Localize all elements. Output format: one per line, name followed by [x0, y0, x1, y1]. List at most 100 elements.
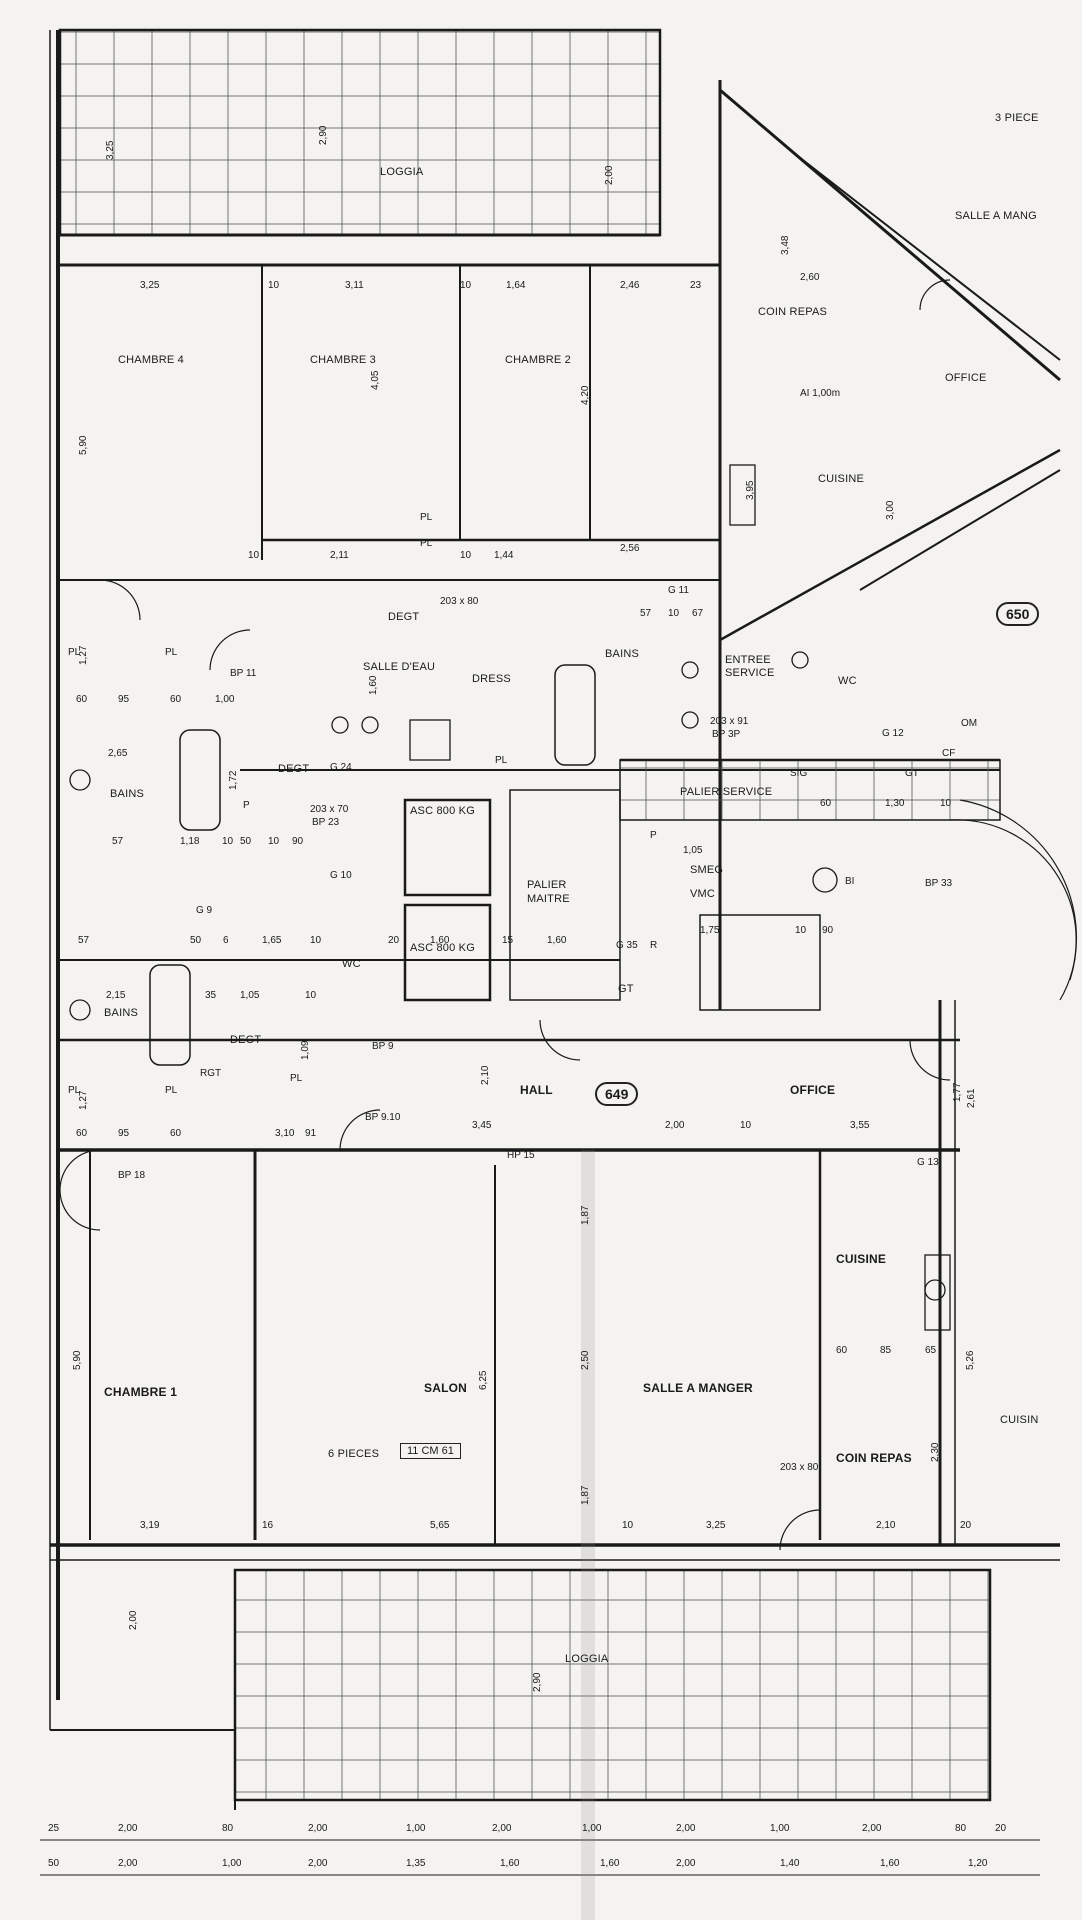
vertical-dimension: 1,60	[368, 675, 379, 695]
dimension: 10	[668, 608, 680, 619]
vertical-dimension: 1,77	[952, 1082, 963, 1102]
vertical-dimension: 1,27	[78, 645, 89, 665]
fixture-label: P	[650, 830, 657, 841]
fixture-label: P	[243, 800, 250, 811]
fixture-label: PL	[68, 1085, 81, 1096]
footer-dimension: 2,00	[676, 1858, 696, 1869]
footer-dimension: 2,00	[492, 1823, 512, 1834]
vertical-dimension: 4,20	[580, 385, 591, 405]
vertical-dimension: 5,26	[965, 1350, 976, 1370]
vertical-dimension: 1,09	[300, 1040, 311, 1060]
loggia-bottom-area	[233, 1568, 992, 1802]
fixture-label: G 10	[330, 870, 352, 881]
room-bains-low: BAINS	[104, 1007, 139, 1019]
dimension: 60	[820, 798, 832, 809]
dimension: 20	[960, 1520, 972, 1531]
annotation-ai: AI 1,00m	[800, 388, 841, 399]
dimension: 10	[310, 935, 322, 946]
plan-number-main: 649	[595, 1082, 639, 1106]
apartment-code: 11 CM 61	[400, 1443, 461, 1459]
dimension: 50	[240, 836, 252, 847]
dimension: 10	[268, 836, 280, 847]
vertical-dimension: 2,90	[318, 125, 329, 145]
footer-dimension: 20	[995, 1823, 1007, 1834]
dimension: 57	[112, 836, 124, 847]
room-entree-service-2: SERVICE	[725, 667, 775, 679]
fixture-label: PL	[420, 512, 433, 523]
dimension: 1,00	[215, 694, 235, 705]
door-spec: BP 11	[230, 668, 257, 679]
bathtub-left-lower	[149, 964, 191, 1066]
dimension: 35	[205, 990, 217, 1001]
dimension: 1,30	[885, 798, 905, 809]
room-degt-top: DEGT	[388, 611, 420, 623]
vertical-dimension: 3,00	[885, 500, 896, 520]
room-entree-service: ENTREE	[725, 654, 771, 666]
room-chambre-1: CHAMBRE 1	[104, 1385, 178, 1399]
dimension: 1,05	[683, 845, 703, 856]
fixture-label: RGT	[200, 1068, 222, 1079]
dimension: 50	[190, 935, 202, 946]
dimension: 60	[170, 694, 182, 705]
footer-dimension: 2,00	[308, 1858, 328, 1869]
fixture-label: SIG	[790, 768, 808, 779]
fixture-label: G 24	[330, 762, 352, 773]
fixture-label: PL	[495, 755, 508, 766]
footer-dimension: 1,00	[406, 1823, 426, 1834]
dimension: 60	[170, 1128, 182, 1139]
dimension: 10	[305, 990, 317, 1001]
footer-dimension: 1,35	[406, 1858, 426, 1869]
service-landing-steps	[619, 759, 1001, 821]
dimension: 57	[640, 608, 652, 619]
dimension: 1,05	[240, 990, 260, 1001]
door-spec: 203 x 70	[310, 804, 349, 815]
footer-dimension: 50	[48, 1858, 60, 1869]
dimension: 16	[262, 1520, 274, 1531]
room-asc-2: ASC 800 KG	[410, 942, 475, 954]
dimension: 60	[76, 694, 88, 705]
footer-dimension: 80	[222, 1823, 234, 1834]
elevator-1-shaft	[403, 798, 492, 897]
room-palier-service: PALIER SERVICE	[680, 786, 773, 798]
dimension: 95	[118, 1128, 130, 1139]
dimension: 67	[692, 608, 704, 619]
dimension: 10	[222, 836, 234, 847]
fixture-label: G 35	[616, 940, 638, 951]
dimension: 57	[78, 935, 90, 946]
vertical-dimension: 6,25	[478, 1370, 489, 1390]
room-asc-1: ASC 800 KG	[410, 805, 475, 817]
footer-dimension: 2,00	[862, 1823, 882, 1834]
fixture-label: GT	[905, 768, 919, 779]
dimension: 10	[268, 280, 280, 291]
room-wc-mid: WC	[342, 958, 361, 970]
vertical-dimension: 2,50	[580, 1350, 591, 1370]
room-salle-deau: SALLE D'EAU	[363, 661, 436, 673]
room-coin-repas-top: COIN REPAS	[758, 306, 828, 318]
dimension: 3,25	[140, 280, 160, 291]
vertical-dimension: 2,30	[930, 1442, 941, 1462]
room-palier-maitre: PALIER	[527, 879, 567, 891]
kitchen-sink-top	[729, 464, 756, 526]
fixture-label: PL	[165, 647, 178, 658]
room-loggia-top: LOGGIA	[380, 166, 424, 178]
door-spec: BP 9.10	[365, 1112, 401, 1123]
room-bains-top: BAINS	[605, 648, 640, 660]
vmc-unit	[699, 914, 821, 1011]
fixture-label: G 13	[917, 1157, 939, 1168]
dimension: 3,45	[472, 1120, 492, 1131]
footer-dimension: 2,00	[676, 1823, 696, 1834]
footer-dimension: 80	[955, 1823, 967, 1834]
dimension: 60	[836, 1345, 848, 1356]
fixture-label: PL	[420, 538, 433, 549]
room-dress: DRESS	[472, 673, 511, 685]
dimension: 2,65	[108, 748, 128, 759]
vertical-dimension: 1,87	[580, 1485, 591, 1505]
dimension: 1,18	[180, 836, 200, 847]
shower-tray	[409, 719, 451, 761]
door-spec: 203 x 80	[440, 596, 479, 607]
vertical-dimension: 2,00	[128, 1610, 139, 1630]
dimension: 10	[795, 925, 807, 936]
master-landing	[509, 789, 621, 1001]
footer-dimension: 1,00	[222, 1858, 242, 1869]
